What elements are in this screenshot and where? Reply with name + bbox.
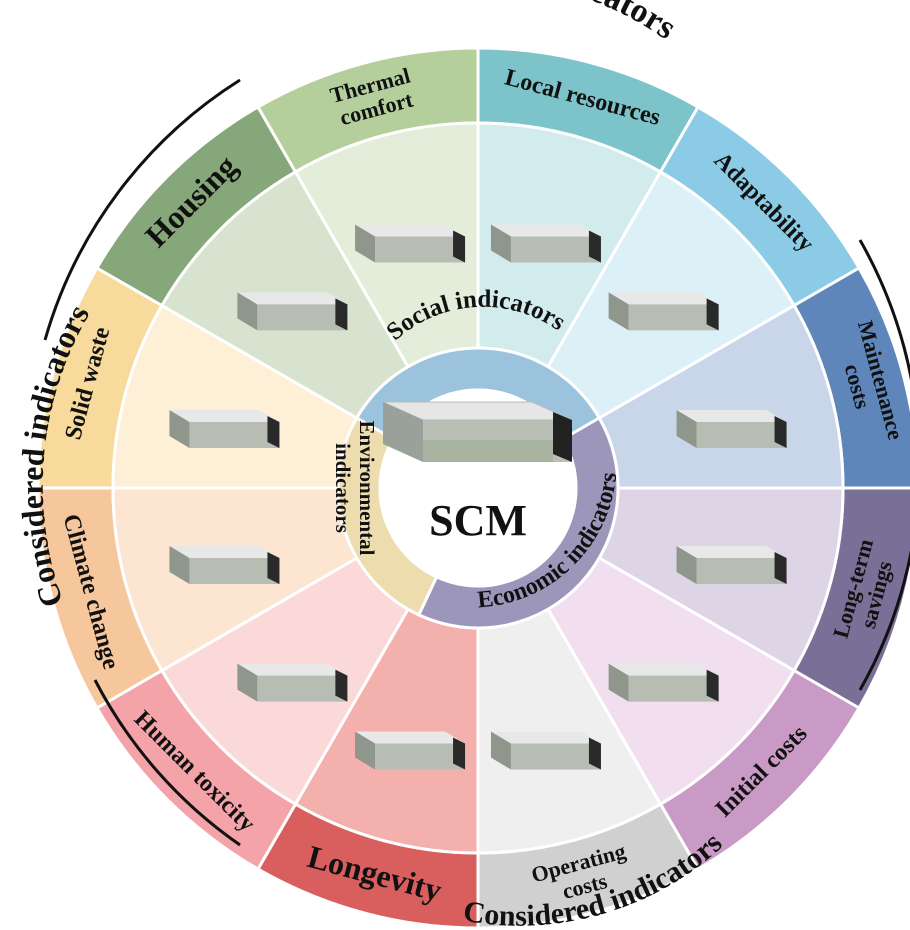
illustration-human-toxicity — [237, 663, 348, 702]
considered-indicators-top: Considered indicators — [352, 0, 682, 47]
illustration-adaptability — [608, 292, 719, 331]
center-label: SCM — [429, 496, 527, 545]
illustration-maintenance-costs — [676, 410, 787, 449]
illustration-climate-change — [169, 545, 280, 584]
svg-text:indicators: indicators — [331, 443, 355, 533]
indicator-segments — [36, 46, 910, 930]
illustration-solid-waste — [169, 410, 280, 449]
illustration-long-term-savings — [676, 545, 787, 584]
right-arc-line — [858, 239, 910, 691]
considered-indicators-arcs — [43, 78, 910, 847]
illustration-operating-costs — [490, 731, 601, 770]
svg-text:Environmental: Environmental — [355, 421, 379, 556]
illustration-thermal-comfort — [355, 224, 466, 263]
environmental-indicators-label: Environmental indicators — [331, 421, 379, 556]
material-slab-icon — [382, 401, 573, 462]
left-lower-arc-line — [93, 679, 241, 847]
illustration-local-resources — [490, 224, 601, 263]
illustration-longevity — [355, 731, 466, 770]
illustration-initial-costs — [608, 663, 719, 702]
left-upper-arc-line — [43, 78, 241, 341]
illustration-housing — [237, 292, 348, 331]
